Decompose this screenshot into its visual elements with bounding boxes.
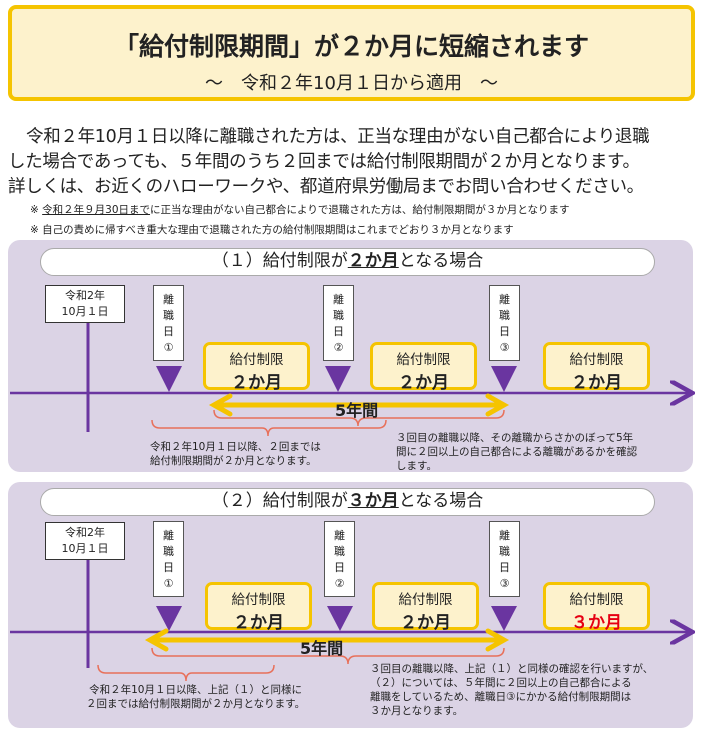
page-subtitle: ～ 令和２年10月１日から適用 ～: [205, 73, 498, 94]
case2-desc-right: ３回目の離職以降、上記（１）と同様の確認を行いますが、（２）については、５年間に…: [370, 663, 654, 717]
case2-marker-1: [156, 606, 182, 631]
case1-five-year-arrow: [208, 393, 510, 417]
note-2: ※ 自己の責めに帰すべき重大な理由で退職された方の給付制限期間はこれまでどおり３…: [30, 224, 514, 236]
case1-heading: （１）給付制限が２か月となる場合: [40, 248, 655, 276]
case1-marker-2: [325, 366, 351, 392]
case2-marker-3: [491, 606, 517, 631]
case1-desc-left: 令和２年10月１日以降、２回までは給付制限期間が２か月となります。: [150, 441, 321, 467]
page-title: 「給付制限期間」が２か月に短縮されます: [113, 32, 589, 61]
case2-five-year-arrow: [144, 628, 510, 652]
case1-marker-3: [491, 366, 517, 392]
intro-line-2: した場合であっても、５年間のうち２回までは給付制限期間が２か月となります。: [8, 152, 640, 172]
case2-heading: （２）給付制限が３か月となる場合: [40, 488, 655, 516]
intro-line-3: 詳しくは、お近くのハローワークや、都道府県労働局までお問い合わせください。: [8, 177, 644, 197]
case2-brace-right: [151, 647, 505, 665]
note-1: ※ 令和２年９月30日までに正当な理由がない自己都合によりで退職された方は、給付…: [30, 204, 570, 216]
case2-brace-left: [97, 664, 275, 682]
case1-brace-right: [213, 409, 505, 427]
case1-span-label: 5年間: [335, 401, 379, 420]
case1-brace-left: [151, 419, 387, 437]
case1-desc-right: ３回目の離職以降、その離職からさかのぼって5年間に２回以上の自己都合による離職が…: [396, 432, 638, 472]
case1-marker-1: [156, 366, 182, 392]
title-banner: 「給付制限期間」が２か月に短縮されます ～ 令和２年10月１日から適用 ～: [8, 5, 695, 101]
intro-line-1: 令和２年10月１日以降に離職された方は、正当な理由がない自己都合により退職: [26, 127, 650, 147]
case2-marker-2: [327, 606, 353, 631]
case2-span-label: 5年間: [300, 639, 344, 658]
